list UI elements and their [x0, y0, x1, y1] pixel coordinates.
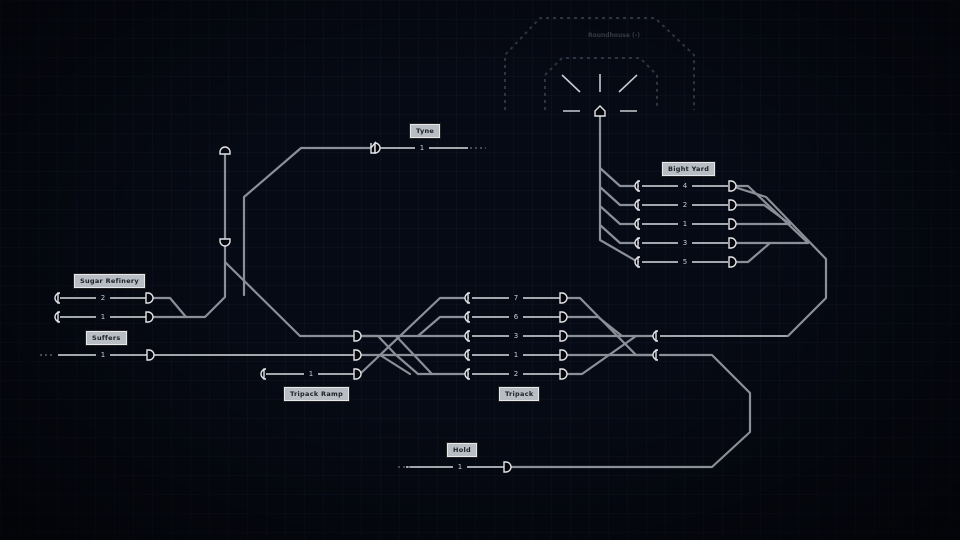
- signal-junction-355[interactable]: [353, 349, 362, 361]
- signal-sugar-1-left[interactable]: [54, 311, 61, 323]
- signal-bight-out-2[interactable]: [728, 199, 737, 211]
- signal-sugar-2-left[interactable]: [54, 292, 61, 304]
- signal-junction-336[interactable]: [353, 330, 362, 342]
- track-number-bight-2: 2: [683, 201, 687, 209]
- roundhouse-label: Roundhouse (-): [588, 32, 640, 39]
- label-tripack[interactable]: Tripack: [499, 387, 540, 401]
- signal-bight-in-3[interactable]: [634, 237, 641, 249]
- track-network: [40, 114, 828, 469]
- track-number-hold-1: 1: [458, 463, 462, 471]
- roundhouse-turntable-rays: [561, 74, 638, 112]
- track-number-bight-4: 4: [683, 182, 688, 190]
- signal-tyne-1[interactable]: [370, 141, 381, 154]
- signal-tripack-in-1[interactable]: [464, 349, 471, 361]
- signal-tripack-out-6[interactable]: [559, 311, 568, 323]
- track-number-sugar-1: 1: [101, 313, 105, 321]
- track-number-tripack-6: 6: [514, 313, 519, 321]
- track-number-sugar-2: 2: [101, 294, 105, 302]
- label-tripack-ramp[interactable]: Tripack Ramp: [284, 387, 350, 401]
- signal-spur-top[interactable]: [219, 146, 231, 155]
- track-number-tripack-2: 2: [514, 370, 518, 378]
- signal-bight-out-5[interactable]: [728, 256, 737, 268]
- signal-suffers-1[interactable]: [146, 349, 155, 361]
- track-number-bight-1: 1: [683, 220, 687, 228]
- signals[interactable]: [54, 105, 737, 473]
- track-number-tripack-1: 1: [514, 351, 518, 359]
- signal-tripack-out-7[interactable]: [559, 292, 568, 304]
- signal-bight-in-5[interactable]: [634, 256, 641, 268]
- signal-tripack-in-2[interactable]: [464, 368, 471, 380]
- signal-tripack-in-6[interactable]: [464, 311, 471, 323]
- signal-bight-in-2[interactable]: [634, 199, 641, 211]
- label-sugar-refinery[interactable]: Sugar Refinery: [74, 274, 145, 288]
- track-number-bight-3: 3: [683, 239, 687, 247]
- label-tyne[interactable]: Tyne: [410, 124, 441, 138]
- signal-sugar-2-right[interactable]: [145, 292, 154, 304]
- signal-spur-mid[interactable]: [219, 238, 231, 247]
- signal-tripack-out-2[interactable]: [559, 368, 568, 380]
- label-bight-yard[interactable]: Bight Yard: [662, 162, 716, 176]
- track-number-ramp-1: 1: [309, 370, 313, 378]
- signal-sugar-1-right[interactable]: [145, 311, 154, 323]
- signal-junction-374[interactable]: [353, 368, 362, 380]
- label-hold[interactable]: Hold: [447, 443, 477, 457]
- signal-east-355[interactable]: [652, 349, 659, 361]
- track-number-tyne-1: 1: [420, 144, 424, 152]
- signal-bight-out-3[interactable]: [728, 237, 737, 249]
- signal-tripack-out-3[interactable]: [559, 330, 568, 342]
- signal-bight-out-1[interactable]: [728, 218, 737, 230]
- signal-bight-out-4[interactable]: [728, 180, 737, 192]
- signal-tripack-in-3[interactable]: [464, 330, 471, 342]
- track-number-tripack-7: 7: [514, 294, 518, 302]
- roundhouse-outline: [504, 17, 695, 110]
- label-suffers[interactable]: Suffers: [86, 331, 127, 345]
- signal-bight-in-1[interactable]: [634, 218, 641, 230]
- track-numbers: 1 2 1 1 1 7 6 3 1 2 4 2 1 3 5 1: [96, 144, 692, 471]
- signal-roundhouse[interactable]: [594, 105, 606, 117]
- track-number-suffers-1: 1: [101, 351, 105, 359]
- signal-hold-1[interactable]: [503, 461, 512, 473]
- signal-east-336[interactable]: [652, 330, 659, 342]
- signal-bight-in-4[interactable]: [634, 180, 641, 192]
- track-number-tripack-3: 3: [514, 332, 518, 340]
- track-number-bight-5: 5: [683, 258, 687, 266]
- signal-ramp-left[interactable]: [260, 368, 267, 380]
- signal-tripack-in-7[interactable]: [464, 292, 471, 304]
- signal-tripack-out-1[interactable]: [559, 349, 568, 361]
